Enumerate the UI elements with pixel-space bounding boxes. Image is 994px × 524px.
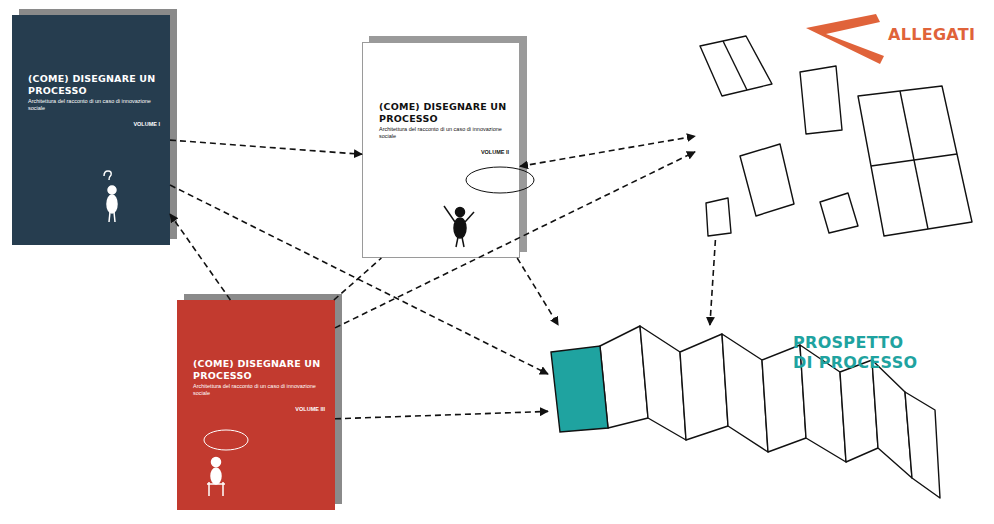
figure-head xyxy=(212,458,221,467)
book-title: (COME) DISEGNARE UN PROCESSO xyxy=(28,73,160,97)
fold-panel xyxy=(722,334,768,452)
page-fold xyxy=(723,41,747,90)
book-subtitle: Architettura del racconto di un caso di … xyxy=(379,126,509,140)
figure-leg xyxy=(462,237,464,247)
fold-panel xyxy=(872,360,912,478)
dashed-arrow xyxy=(710,240,716,325)
group-label: PROSPETTO DI PROCESSO xyxy=(793,333,928,373)
open-page xyxy=(700,36,772,96)
cheering-figure xyxy=(444,167,534,247)
part-group: ALLEGATI xyxy=(695,15,975,240)
figure-head xyxy=(456,208,465,217)
book-subtitle: Architettura del racconto di un caso di … xyxy=(28,98,160,112)
sitting-figure xyxy=(204,430,248,496)
figure-leg xyxy=(114,212,115,222)
dashed-arrow xyxy=(517,258,558,325)
book-cover: (COME) DISEGNARE UN PROCESSOArchitettura… xyxy=(362,42,520,258)
cover-panel xyxy=(551,346,608,432)
volume-label: VOLUME I xyxy=(28,121,160,128)
speech-bubble xyxy=(204,430,248,450)
folded-sheet xyxy=(858,86,972,236)
loose-page xyxy=(820,193,858,233)
volume-label: VOLUME III xyxy=(193,406,325,413)
dashed-arrow xyxy=(334,258,382,300)
loose-page xyxy=(740,144,794,216)
dashed-arrow xyxy=(335,152,695,328)
figure-head xyxy=(108,186,116,194)
standing-figure xyxy=(104,171,117,222)
group-label: ALLEGATI xyxy=(888,25,978,45)
dashed-arrow xyxy=(335,411,548,418)
figure-leg xyxy=(456,237,458,247)
figure-body xyxy=(454,218,466,238)
page-fold xyxy=(871,154,957,166)
fold-panel xyxy=(840,360,878,462)
dashed-arrow xyxy=(170,185,548,374)
figure-arm xyxy=(444,206,455,222)
figure-body xyxy=(211,468,221,484)
figure-leg xyxy=(109,212,110,222)
fold-panel xyxy=(680,334,728,440)
dashed-arrow xyxy=(170,140,362,154)
volume-label: VOLUME II xyxy=(379,149,509,156)
attachment-pages xyxy=(700,36,972,236)
question-mark xyxy=(104,171,111,180)
figure-arm xyxy=(465,212,474,222)
speech-bubble xyxy=(466,167,534,193)
part-group: PROSPETTO DI PROCESSO xyxy=(548,325,945,505)
loose-page xyxy=(800,66,842,134)
dashed-arrow xyxy=(520,136,695,166)
book-cover: (COME) DISEGNARE UN PROCESSOArchitettura… xyxy=(12,15,170,245)
orange-bracket xyxy=(806,14,884,64)
accordion-fold xyxy=(600,326,940,498)
book-subtitle: Architettura del racconto di un caso di … xyxy=(193,383,325,397)
figure-body xyxy=(107,195,117,213)
book-cover: (COME) DISEGNARE UN PROCESSOArchitettura… xyxy=(177,300,335,510)
chair xyxy=(207,482,225,496)
fold-panel xyxy=(640,326,686,440)
fold-panel xyxy=(905,392,940,498)
loose-page xyxy=(706,198,731,236)
book-title: (COME) DISEGNARE UN PROCESSO xyxy=(379,101,509,125)
book-title: (COME) DISEGNARE UN PROCESSO xyxy=(193,358,325,382)
dashed-arrow xyxy=(170,214,230,300)
